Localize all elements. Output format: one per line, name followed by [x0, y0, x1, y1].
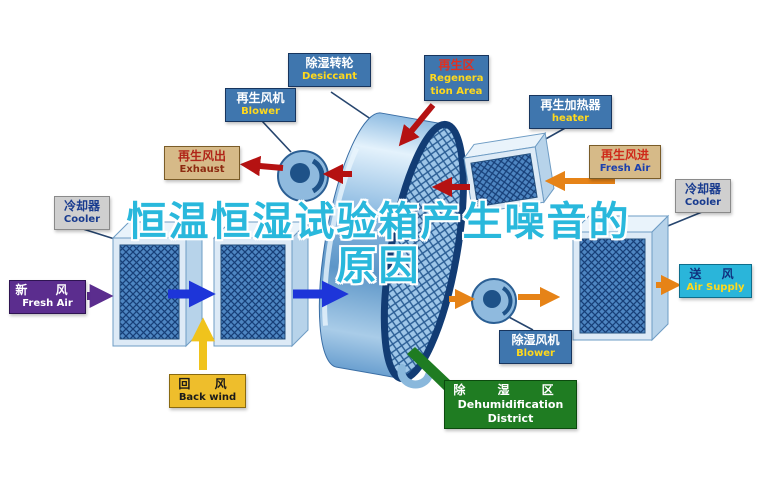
- label-air-supply-zh: 送 风: [689, 267, 742, 281]
- label-back-wind-en: Back wind: [178, 392, 237, 403]
- label-regeneration-fresh-air-en: Fresh Air: [599, 163, 651, 174]
- supply-air-arrows: [449, 170, 682, 310]
- label-air-supply: 送 风 Air Supply: [679, 264, 752, 298]
- label-cooler-right-en: Cooler: [684, 197, 722, 208]
- label-regeneration-blower: 再生风机 Blower: [225, 88, 296, 122]
- label-fresh-air-inlet-zh: 新 风: [15, 283, 80, 297]
- label-fresh-air-inlet: 新 风 Fresh Air: [9, 280, 86, 314]
- label-regeneration-heater: 再生加热器 heater: [529, 95, 612, 129]
- label-regeneration-blower-zh: 再生风机: [236, 91, 285, 105]
- label-exhaust: 再生风出 Exhaust: [164, 146, 240, 180]
- label-dehumidification-blower-zh: 除湿风机: [511, 333, 560, 347]
- label-cooler-right: 冷却器 Cooler: [675, 179, 731, 213]
- label-cooler-left-zh: 冷却器: [63, 199, 100, 213]
- label-dehumidification-district: 除 湿 区 Dehumidification District: [444, 380, 577, 429]
- label-dehumidification-blower: 除湿风机 Blower: [499, 330, 572, 364]
- process-box-left: [111, 220, 204, 348]
- dehumid-district-pointer: [407, 347, 453, 393]
- regeneration-heater-box: [462, 131, 555, 215]
- label-desiccant-en: Desiccant: [302, 71, 357, 82]
- label-desiccant-zh: 除湿转轮: [305, 56, 354, 70]
- label-air-supply-en: Air Supply: [686, 282, 745, 293]
- process-box-middle: [212, 220, 310, 348]
- wheel-duct-hook: [397, 364, 433, 389]
- label-regeneration-area-zh: 再生区: [438, 58, 475, 72]
- label-exhaust-en: Exhaust: [179, 164, 225, 175]
- label-exhaust-zh: 再生风出: [177, 149, 226, 163]
- label-back-wind-zh: 回 风: [178, 377, 237, 391]
- label-regeneration-blower-en: Blower: [241, 106, 280, 117]
- label-desiccant-wheel: 除湿转轮 Desiccant: [288, 53, 371, 87]
- label-dehumidification-blower-en: Blower: [516, 348, 555, 359]
- label-cooler-right-zh: 冷却器: [684, 182, 721, 196]
- label-regeneration-fresh-air-zh: 再生风进: [600, 148, 649, 162]
- label-regeneration-heater-zh: 再生加热器: [540, 98, 601, 112]
- label-dehumidification-district-zh: 除 湿 区: [453, 383, 568, 397]
- regeneration-blower-fan: [277, 150, 329, 202]
- process-air-arrows: [87, 280, 349, 370]
- label-regeneration-heater-en: heater: [551, 113, 590, 124]
- desiccant-wheel: [318, 112, 467, 383]
- dehumidification-blower-fan: [471, 278, 517, 324]
- label-cooler-left: 冷却器 Cooler: [54, 196, 110, 230]
- label-regeneration-area-en: Regeneration Area: [429, 73, 484, 97]
- label-regeneration-fresh-air: 再生风进 Fresh Air: [589, 145, 661, 179]
- process-box-right: [571, 214, 670, 342]
- regeneration-air-arrows: [239, 103, 470, 198]
- label-back-wind: 回 风 Back wind: [169, 374, 246, 408]
- label-dehumidification-district-en2: District: [487, 411, 534, 425]
- label-dehumidification-district-en1: Dehumidification: [457, 398, 564, 411]
- label-regeneration-area: 再生区 Regeneration Area: [424, 55, 489, 101]
- label-fresh-air-inlet-en: Fresh Air: [22, 298, 73, 309]
- label-cooler-left-en: Cooler: [63, 214, 101, 225]
